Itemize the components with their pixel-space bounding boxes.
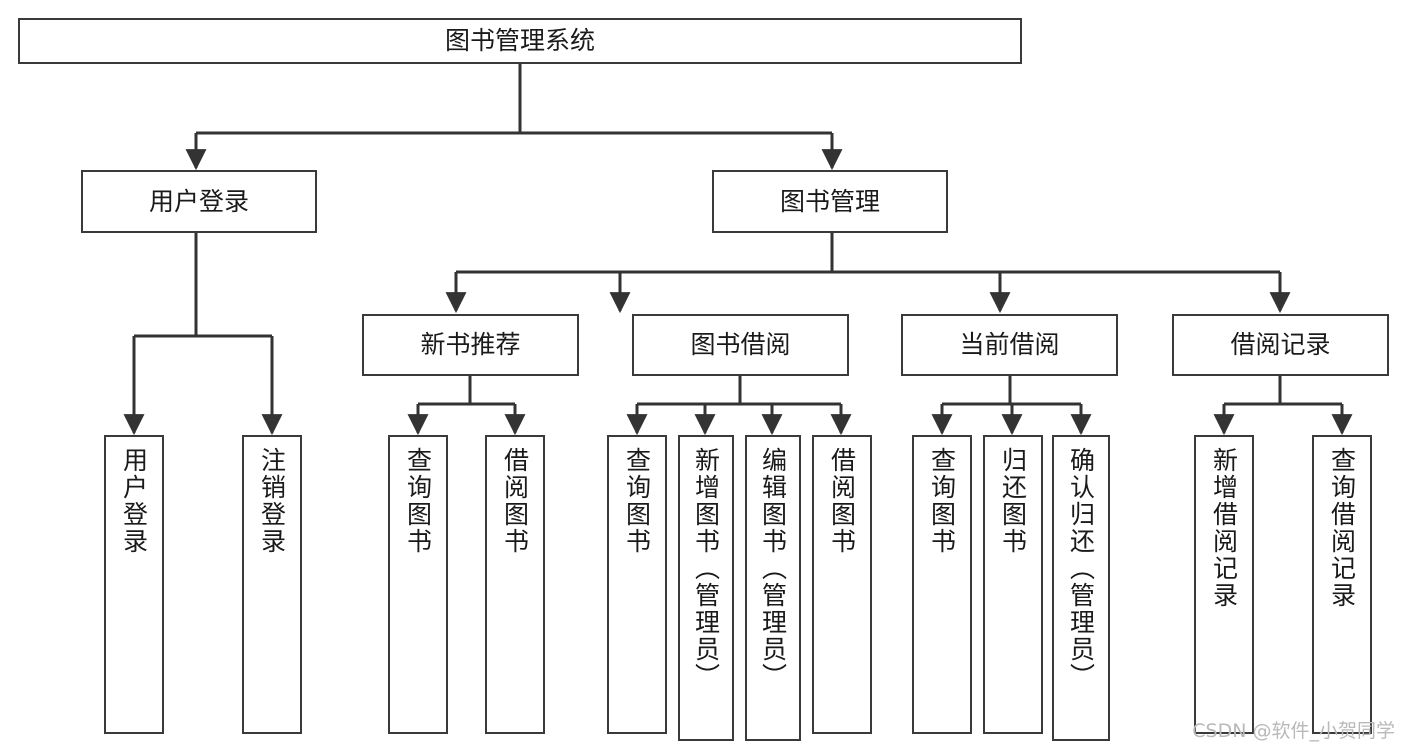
leaf-new-book-1-label: 查询图书 <box>403 447 433 555</box>
node-current-borrow-label: 当前借阅 <box>959 330 1060 360</box>
leaf-book-borrow-2[interactable]: 新增图书（管理员） <box>678 435 734 741</box>
node-book-management[interactable]: 图书管理 <box>712 170 948 233</box>
leaf-book-borrow-1-label: 查询图书 <box>622 447 652 555</box>
leaf-user-login-2[interactable]: 注销登录 <box>242 435 302 734</box>
leaf-book-borrow-3-label: 编辑图书（管理员） <box>758 447 788 690</box>
node-new-book-recommend-label: 新书推荐 <box>420 330 521 360</box>
leaf-borrow-record-1-label: 新增借阅记录 <box>1209 447 1239 609</box>
leaf-book-borrow-1[interactable]: 查询图书 <box>607 435 667 734</box>
leaf-borrow-record-1[interactable]: 新增借阅记录 <box>1194 435 1254 734</box>
node-root-label: 图书管理系统 <box>444 26 595 56</box>
node-borrow-record-label: 借阅记录 <box>1230 330 1331 360</box>
leaf-borrow-record-2[interactable]: 查询借阅记录 <box>1312 435 1372 734</box>
leaf-new-book-2[interactable]: 借阅图书 <box>485 435 545 734</box>
node-new-book-recommend[interactable]: 新书推荐 <box>362 314 579 376</box>
leaf-new-book-2-label: 借阅图书 <box>500 447 530 555</box>
leaf-user-login-1-label: 用户登录 <box>119 447 149 555</box>
leaf-current-borrow-2-label: 归还图书 <box>998 447 1028 555</box>
node-book-management-label: 图书管理 <box>779 186 880 216</box>
node-user-login[interactable]: 用户登录 <box>81 170 317 233</box>
node-current-borrow[interactable]: 当前借阅 <box>901 314 1118 376</box>
node-root[interactable]: 图书管理系统 <box>18 18 1022 64</box>
leaf-current-borrow-3[interactable]: 确认归还（管理员） <box>1052 435 1110 741</box>
leaf-book-borrow-4[interactable]: 借阅图书 <box>812 435 872 734</box>
leaf-current-borrow-1[interactable]: 查询图书 <box>912 435 972 734</box>
node-user-login-label: 用户登录 <box>148 186 249 216</box>
node-book-borrow-label: 图书借阅 <box>690 330 791 360</box>
leaf-book-borrow-4-label: 借阅图书 <box>827 447 857 555</box>
leaf-book-borrow-2-label: 新增图书（管理员） <box>691 447 721 690</box>
node-borrow-record[interactable]: 借阅记录 <box>1172 314 1389 376</box>
leaf-user-login-1[interactable]: 用户登录 <box>104 435 164 734</box>
node-book-borrow[interactable]: 图书借阅 <box>632 314 849 376</box>
leaf-book-borrow-3[interactable]: 编辑图书（管理员） <box>745 435 801 741</box>
leaf-new-book-1[interactable]: 查询图书 <box>388 435 448 734</box>
leaf-user-login-2-label: 注销登录 <box>257 447 287 555</box>
csdn-watermark: CSDN @软件_小贺同学 <box>1192 720 1395 742</box>
leaf-current-borrow-3-label: 确认归还（管理员） <box>1066 447 1096 690</box>
leaf-current-borrow-2[interactable]: 归还图书 <box>983 435 1043 734</box>
leaf-current-borrow-1-label: 查询图书 <box>927 447 957 555</box>
leaf-borrow-record-2-label: 查询借阅记录 <box>1327 447 1357 609</box>
